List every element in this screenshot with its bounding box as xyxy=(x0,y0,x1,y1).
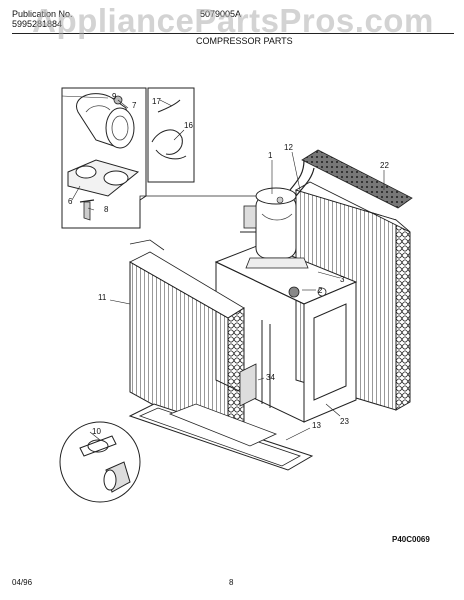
model-number: 5079005A xyxy=(200,9,242,19)
callout-6: 6 xyxy=(68,197,73,206)
publication-number: 5995281884 xyxy=(12,19,63,29)
footer-date: 04/96 xyxy=(12,578,33,587)
callout-1: 1 xyxy=(268,151,273,160)
callout-11: 11 xyxy=(98,293,107,302)
gasket-strip xyxy=(301,149,413,209)
callout-23: 23 xyxy=(340,417,349,426)
callout-10: 10 xyxy=(92,427,101,436)
page-number: 8 xyxy=(229,578,234,587)
callout-16: 16 xyxy=(184,121,193,130)
base-pan xyxy=(128,363,314,471)
figure-code: P40C0069 xyxy=(392,535,430,544)
callout-13: 13 xyxy=(312,421,321,430)
section-title: COMPRESSOR PARTS xyxy=(196,36,293,46)
callout-22: 22 xyxy=(380,161,389,170)
inset-clamp-bushing xyxy=(59,421,141,503)
callout-8: 8 xyxy=(104,205,109,214)
evaporator-coil xyxy=(129,239,245,447)
callout-3: 3 xyxy=(340,275,345,284)
callout-12: 12 xyxy=(284,143,293,152)
callout-34: 34 xyxy=(266,373,275,382)
inset-thermal-part xyxy=(147,87,195,183)
watermark-text: AppliancePartsPros.com xyxy=(32,2,434,39)
callout-7: 7 xyxy=(132,101,137,110)
callout-numbers: 9 7 17 16 6 8 1 12 22 3 2 11 34 23 13 10 xyxy=(68,92,389,436)
compressor xyxy=(240,159,315,269)
leader-lines xyxy=(61,95,385,441)
callout-17: 17 xyxy=(152,97,161,106)
callout-9: 9 xyxy=(112,92,117,101)
publication-label: Publication No. xyxy=(12,9,73,19)
callout-2: 2 xyxy=(318,286,323,295)
header-rule xyxy=(12,33,454,34)
